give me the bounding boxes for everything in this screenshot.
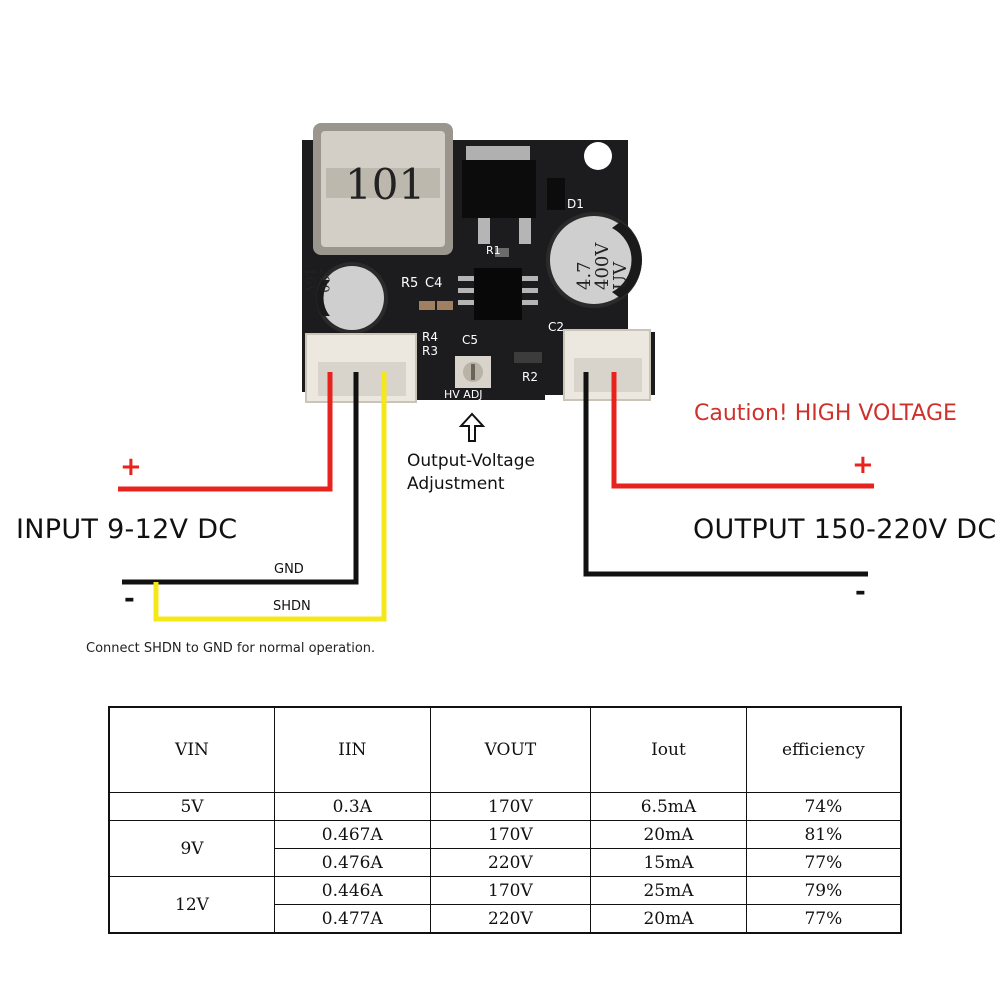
input-connector (305, 333, 417, 403)
cell-iout: 20mA (590, 820, 747, 849)
cell-vin: 12V (108, 876, 275, 934)
cell-vout: 220V (429, 848, 592, 877)
shdn-label: SHDN (273, 599, 311, 614)
trimmer-potentiometer[interactable] (455, 356, 491, 388)
caution-label: Caution! HIGH VOLTAGE (694, 401, 957, 426)
silk-r3: R3 (422, 344, 438, 358)
cell-efficiency: 79% (745, 876, 902, 905)
header-vout: VOUT (429, 706, 592, 793)
cell-iin: 0.3A (273, 792, 431, 821)
input-ground-wire (122, 372, 359, 585)
cell-iout: 6.5mA (590, 792, 747, 821)
input-minus-sign: - (124, 584, 135, 614)
silk-r1: R1 (486, 244, 501, 257)
table-row: 0.476A 220V 15mA 77% (109, 848, 902, 877)
output-ground-wire (583, 372, 868, 577)
input-label: INPUT 9-12V DC (16, 514, 238, 545)
inductor (313, 123, 453, 255)
cell-vout: 170V (429, 876, 592, 905)
cell-iout: 20mA (590, 904, 747, 934)
silk-c2: C2 (548, 320, 565, 334)
spec-table: VIN IIN VOUT Iout efficiency 5V 0.3A 170… (108, 706, 902, 934)
output-positive-wire (611, 372, 874, 489)
inductor-marking: 101 (345, 160, 426, 209)
output-connector (563, 329, 651, 401)
table-header-row: VIN IIN VOUT Iout efficiency (108, 706, 902, 793)
controller-chip (458, 268, 538, 320)
silk-hv-adj: HV ADJ (444, 388, 483, 401)
cell-efficiency: 74% (745, 792, 902, 821)
adjustment-label: Output-Voltage Adjustment (407, 450, 535, 496)
output-capacitor (546, 212, 642, 308)
silk-d1: D1 (567, 197, 584, 211)
cell-iout: 25mA (590, 876, 747, 905)
adjustment-label-line1: Output-Voltage (407, 451, 535, 471)
output-plus-sign: + (852, 450, 874, 480)
table-row: 12V 0.446A 170V 25mA 79% (108, 876, 902, 934)
silk-r2: R2 (522, 370, 538, 384)
shdn-note: Connect SHDN to GND for normal operation… (86, 641, 376, 656)
silk-r4: R4 (422, 330, 438, 344)
silk-c4: C4 (425, 276, 443, 291)
input-capacitor (316, 262, 388, 334)
up-arrow-icon (458, 412, 486, 442)
input-positive-wire (118, 372, 333, 492)
table-row: 0.477A 220V 20mA 77% (109, 904, 902, 934)
cell-vout: 170V (429, 792, 592, 821)
cell-vin: 9V (108, 820, 275, 877)
cell-iin: 0.467A (273, 820, 431, 849)
cell-iout: 15mA (590, 848, 747, 877)
silk-r5: R5 (401, 276, 419, 291)
table-row: 5V 0.3A 170V 6.5mA 74% (108, 792, 902, 821)
header-vin: VIN (108, 706, 275, 793)
cell-iin: 0.477A (273, 904, 431, 934)
cell-efficiency: 81% (745, 820, 902, 849)
input-plus-sign: + (120, 452, 142, 482)
cell-iin: 0.476A (273, 848, 431, 877)
regulator-ic (462, 146, 536, 244)
table-row: 9V 0.467A 170V 20mA 81% (108, 820, 902, 877)
smd-components (419, 248, 542, 363)
cell-efficiency: 77% (745, 848, 902, 877)
gnd-label: GND (274, 562, 304, 577)
cell-efficiency: 77% (745, 904, 902, 934)
adjustment-label-line2: Adjustment (407, 474, 505, 494)
header-iout: Iout (590, 706, 747, 793)
silk-c5: C5 (462, 333, 479, 347)
diode-d1 (547, 178, 565, 210)
output-minus-sign: - (855, 577, 866, 607)
shdn-wire (153, 372, 387, 622)
cell-vin: 5V (108, 792, 275, 821)
header-iin: IIN (273, 706, 431, 793)
cell-iin: 0.446A (273, 876, 431, 905)
header-efficiency: efficiency (745, 706, 902, 793)
cell-vout: 170V (429, 820, 592, 849)
output-label: OUTPUT 150-220V DC (693, 514, 997, 545)
cell-vout: 220V (429, 904, 592, 934)
